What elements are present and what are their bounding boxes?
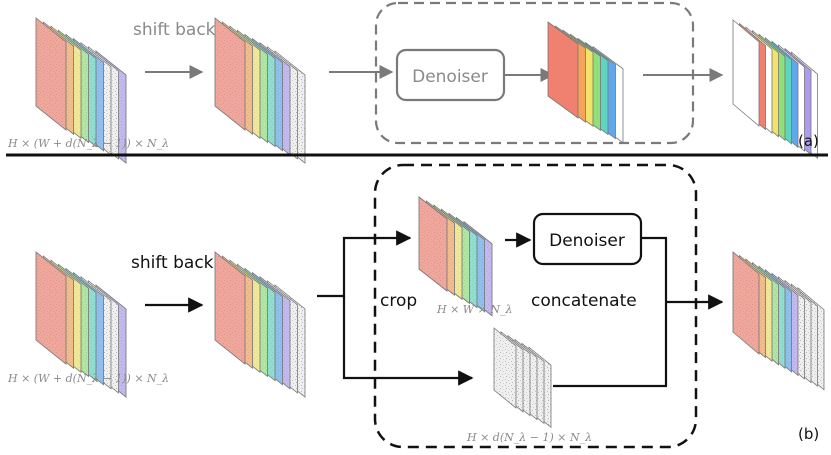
noise-slice — [214, 251, 246, 365]
spectral-cube-shifted-input — [35, 17, 127, 164]
panel-b: shift back crop H × W × N_λ Denoiser con… — [7, 163, 825, 449]
spectral-cube-shifted-input — [35, 251, 127, 398]
remainder-dimension-label: H × d(N_λ − 1) × N_λ — [466, 431, 592, 444]
spectral-slice — [547, 21, 579, 119]
crop-branch-arrow — [317, 230, 412, 298]
shift-back-label: shift back — [133, 20, 216, 40]
noise-slice — [214, 17, 246, 131]
denoiser-label: Denoiser — [549, 231, 625, 251]
spectral-slice — [732, 19, 760, 127]
remainder-branch-arrow — [342, 296, 474, 386]
noise-slice — [493, 327, 517, 409]
spectral-cube-aligned — [214, 17, 306, 164]
panel-tag: (b) — [798, 425, 819, 443]
spectral-cube-output — [732, 251, 825, 391]
dimension-label: H × (W + d(N_λ − 1)) × N_λ — [7, 137, 169, 150]
spectral-cube-cropped — [418, 196, 493, 317]
concatenate-path — [553, 236, 668, 388]
noise-slice — [418, 196, 448, 292]
noise-slice — [732, 251, 760, 355]
denoising-region — [373, 163, 698, 449]
spectral-cube-output-shifted — [732, 19, 818, 160]
denoiser-box — [395, 48, 506, 102]
dimension-label: H × (W + d(N_λ − 1)) × N_λ — [7, 372, 169, 385]
crop-label: crop — [380, 291, 417, 311]
shift-back-label: shift back — [131, 253, 214, 273]
panel-a: shift back Denoiser H × (W + d(N_λ − 1))… — [7, 1, 819, 164]
spectral-cube-denoised — [547, 21, 624, 144]
denoising-region — [374, 1, 695, 145]
noise-slice — [35, 17, 67, 131]
cropped-dimension-label: H × W × N_λ — [436, 303, 512, 316]
denoiser-label: Denoiser — [412, 67, 488, 87]
concatenate-label: concatenate — [531, 291, 637, 311]
panel-tag: (a) — [798, 132, 819, 150]
spectral-cube-aligned — [214, 251, 306, 398]
remainder-noise-stack — [493, 327, 552, 429]
noise-slice — [35, 251, 67, 365]
